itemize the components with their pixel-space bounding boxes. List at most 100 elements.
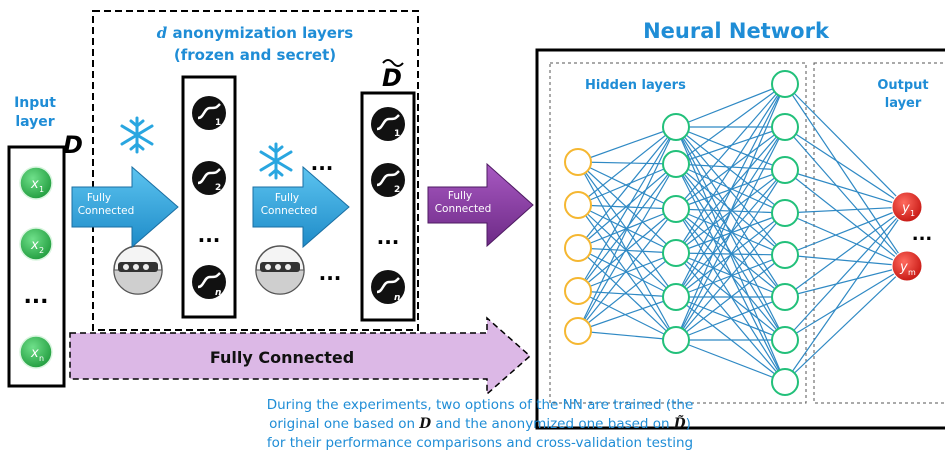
- bypass-fully-connected-arrow: Fully Connected: [69, 316, 532, 396]
- network-edge: [675, 208, 786, 256]
- anonymization-title-rest: anonymization layers: [167, 24, 353, 42]
- nn-input-neuron: [564, 317, 592, 345]
- arrow2-label-line2: Connected: [261, 205, 318, 217]
- anon-layerd-ellipsis: ...: [377, 225, 400, 249]
- caption-line3: for their performance comparisons and cr…: [266, 435, 694, 451]
- network-edge: [675, 208, 786, 298]
- anon-layer1-ellipsis: ...: [198, 223, 221, 247]
- output-node-ym-sub: m: [908, 268, 916, 277]
- output-node-y1: y 1: [891, 191, 923, 223]
- network-edge: [675, 83, 786, 165]
- figure-caption: During the experiments, two options of t…: [180, 396, 780, 453]
- network-edge: [784, 206, 908, 214]
- nn-hidden2-neuron: [771, 199, 799, 227]
- anon-layer1-node-1-label: 1: [215, 118, 221, 128]
- network-edge: [675, 252, 786, 383]
- nn-hidden1-neuron: [662, 239, 690, 267]
- fully-connected-arrow-purple: Fully Connected: [427, 162, 534, 248]
- anonymization-title: d anonymization layers: [157, 24, 354, 42]
- input-matrix-symbol: D: [63, 131, 83, 159]
- network-edge: [784, 126, 908, 208]
- network-edge: [577, 161, 677, 210]
- input-layer-title-line2: layer: [15, 114, 54, 130]
- anonymization-title-var: d: [157, 24, 168, 42]
- network-edge: [675, 83, 786, 128]
- hidden-layers-box: [549, 62, 807, 404]
- caption-line2: original one based on D and the anonymiz…: [180, 415, 780, 434]
- nn-input-neuron: [564, 191, 592, 219]
- network-edge: [675, 169, 786, 341]
- input-node-xn-sub: n: [39, 354, 44, 363]
- network-edge: [675, 83, 786, 254]
- bypass-label: Fully Connected: [210, 348, 354, 367]
- caption-line2-a: original one based on: [269, 416, 420, 432]
- network-edge: [784, 265, 908, 383]
- arrow1-label-line2: Connected: [78, 205, 135, 217]
- anonymized-matrix-symbol: D: [382, 59, 404, 92]
- neural-network-title: Neural Network: [643, 19, 830, 43]
- network-edge: [675, 163, 786, 341]
- network-edge: [784, 169, 908, 267]
- network-edge: [784, 169, 908, 208]
- anon-layerd-node-2: 2: [371, 163, 405, 197]
- network-edge: [577, 290, 677, 341]
- nn-hidden2-neuron: [771, 241, 799, 269]
- caption-symbol-d: D: [419, 416, 432, 432]
- output-node-y1-sub: 1: [910, 209, 915, 218]
- network-edge: [577, 163, 677, 206]
- network-edge: [577, 163, 677, 249]
- nn-input-neuron: [564, 234, 592, 262]
- network-edge: [577, 126, 677, 163]
- nn-hidden2-neuron: [771, 283, 799, 311]
- network-edge: [577, 126, 677, 249]
- arrow2-label-line1: Fully: [275, 192, 299, 204]
- network-edge: [577, 126, 677, 332]
- input-node-x2-sub: 2: [39, 246, 44, 255]
- input-node-x1-sub: 1: [39, 185, 44, 194]
- caption-line2-b: and the anonymized one based on: [431, 416, 674, 432]
- network-edge: [577, 290, 677, 298]
- output-layer-label-line1: Output: [877, 78, 928, 93]
- network-edge: [675, 163, 786, 256]
- anon-layerd-node-1: 1: [371, 107, 405, 141]
- network-edge: [784, 206, 908, 256]
- network-edge: [784, 206, 908, 383]
- network-edge: [675, 339, 786, 383]
- anonymized-matrix-letter: D: [382, 64, 402, 92]
- anon-layerd-node-1-label: 1: [394, 129, 400, 139]
- network-edge: [675, 163, 786, 298]
- network-edge: [784, 126, 908, 267]
- anonymization-subtitle: (frozen and secret): [174, 46, 336, 64]
- caption-line1: During the experiments, two options of t…: [266, 397, 694, 413]
- caption-line2-c: ): [685, 416, 691, 432]
- network-edge: [675, 296, 786, 341]
- network-edge: [577, 208, 677, 292]
- network-edges: [577, 83, 908, 383]
- safe-lock-icon: [113, 245, 163, 295]
- network-edge: [675, 83, 786, 210]
- safe-lock-icon-2: [255, 245, 305, 295]
- nn-hidden1-neuron: [662, 326, 690, 354]
- network-edge: [577, 126, 677, 206]
- network-edge: [675, 163, 786, 214]
- anon-layerd-node-n-label: n: [394, 293, 400, 303]
- anonymization-ellipsis-top: ...: [311, 151, 334, 175]
- nn-input-neuron: [564, 148, 592, 176]
- snowflake-icon: [120, 116, 154, 154]
- network-edge: [675, 212, 786, 341]
- nn-hidden2-neuron: [771, 368, 799, 396]
- input-node-xn: x n: [19, 335, 53, 369]
- network-edge: [784, 83, 908, 208]
- network-edge: [577, 208, 677, 332]
- nn-hidden1-neuron: [662, 283, 690, 311]
- network-edge: [577, 163, 677, 332]
- anon-layer1-node-2: 2: [192, 161, 226, 195]
- input-node-x2: x 2: [19, 227, 53, 261]
- network-edge: [784, 206, 908, 298]
- network-edge: [577, 330, 677, 341]
- network-edge: [784, 212, 908, 267]
- output-node-ym: y m: [891, 250, 923, 282]
- input-node-x1-base: x: [30, 177, 39, 192]
- output-ellipsis: ...: [912, 224, 933, 245]
